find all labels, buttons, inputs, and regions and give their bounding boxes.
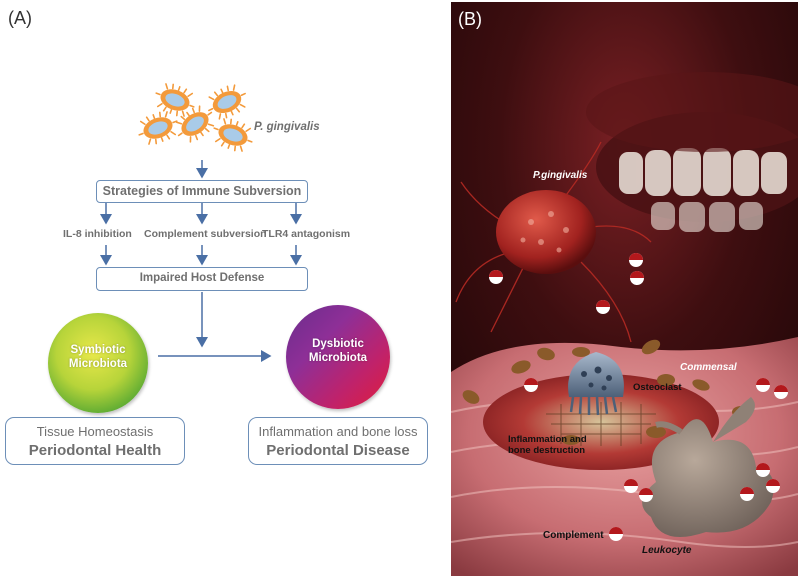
leukocyte-label: Leukocyte — [642, 545, 692, 556]
impaired-host-defense-box: Impaired Host Defense — [96, 267, 308, 291]
teeth — [619, 148, 787, 232]
leukocyte-cell — [642, 397, 774, 537]
osteoclast-cell — [568, 352, 624, 416]
commensal-label: Commensal — [680, 362, 737, 373]
osteoclast-label: Osteoclast — [633, 382, 682, 393]
illustration-panel — [451, 2, 798, 576]
dysbiotic-circle — [286, 305, 390, 409]
strategies-box: Strategies of Immune Subversion — [96, 180, 308, 203]
health-box: Tissue Homeostasis Periodontal Health — [5, 417, 185, 465]
symbiotic-circle — [48, 313, 148, 413]
inflammation-label: Inflammation and bone destruction — [508, 434, 587, 456]
commensal-bacteria — [462, 339, 750, 445]
pgingivalis-body — [496, 190, 596, 274]
pg-label: P.gingivalis — [533, 170, 588, 181]
complement-label: Complement — [543, 530, 604, 541]
pgingivalis-label: P. gingivalis — [254, 121, 320, 133]
disease-box: Inflammation and bone loss Periodontal D… — [248, 417, 428, 465]
il8-inhibition-label: IL-8 inhibition — [63, 228, 132, 240]
tlr4-antagonism-label: TLR4 antagonism — [262, 228, 351, 240]
panel-b-label: (B) — [458, 9, 482, 29]
panel-a-label: (A) — [8, 8, 32, 28]
flow-arrows — [100, 160, 302, 362]
complement-subversion-label: Complement subversion — [144, 228, 267, 240]
